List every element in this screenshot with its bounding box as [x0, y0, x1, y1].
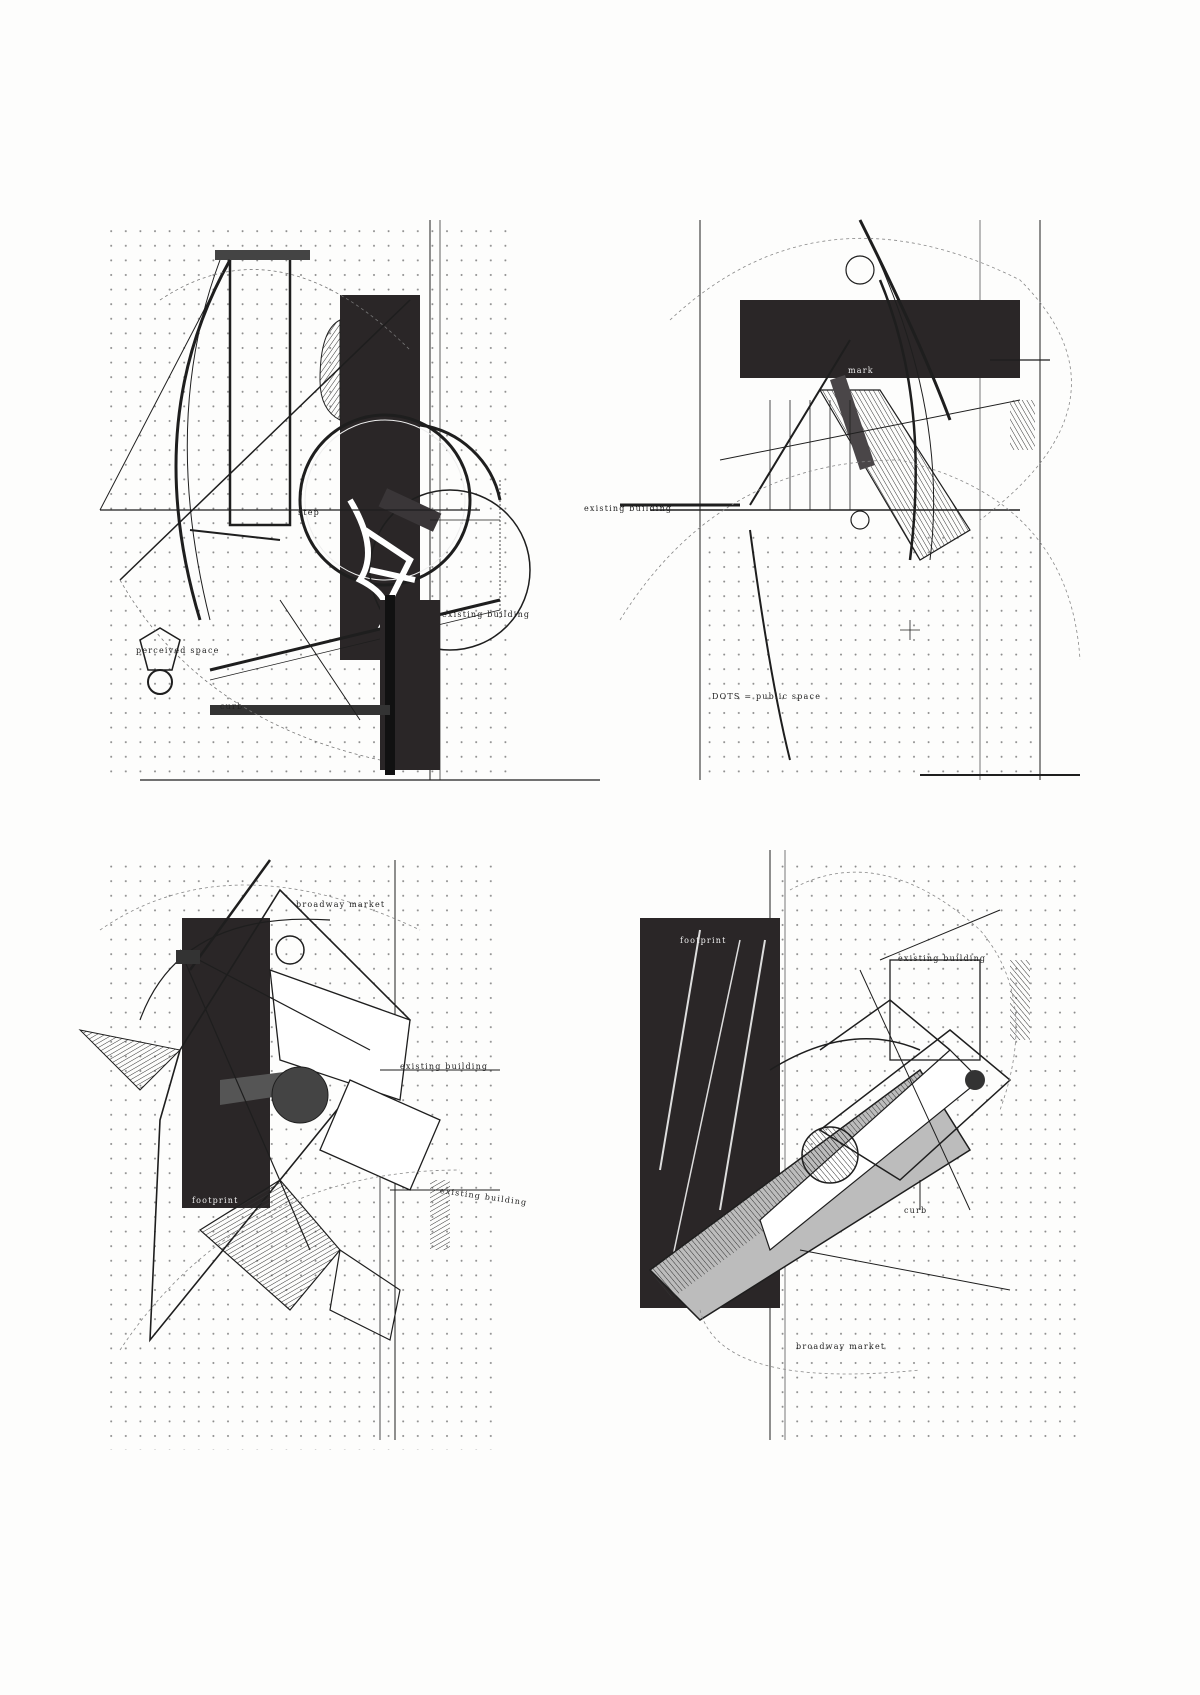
label-dots-public-space: DOTS = public space [712, 692, 822, 701]
label-mark: mark [848, 366, 874, 375]
label-existing-building: existing building [898, 954, 987, 963]
label-footprint: footprint [192, 1196, 239, 1205]
panel-4-drawing [640, 850, 1080, 1440]
label-existing-building: existing building [442, 610, 531, 619]
drawing-panel-top-left: perceived space existing building curb s… [80, 200, 600, 800]
drawing-panel-bottom-right: existing building curb broadway market f… [620, 850, 1140, 1470]
panel-2-drawing [619, 219, 1081, 780]
dark-footprint-block [182, 918, 270, 1208]
label-existing-building-a: existing building [400, 1062, 489, 1071]
drawing-panel-bottom-left: broadway market existing building existi… [78, 850, 600, 1470]
label-footprint: footprint [680, 936, 727, 945]
label-broadway-market: broadway market [796, 1342, 886, 1351]
label-curb: curb [220, 702, 244, 711]
label-broadway-market: broadway market [296, 900, 386, 909]
label-existing-building: existing building [584, 504, 673, 513]
label-curb: curb [904, 1206, 928, 1215]
label-step: step [298, 508, 320, 517]
drawing-panel-top-right: DOTS = public space existing building ma… [584, 200, 1140, 800]
panel-1-drawing [99, 220, 600, 781]
label-perceived-space: perceived space [136, 646, 220, 655]
panel-3-drawing [78, 859, 500, 1450]
dark-footprint-block [740, 300, 1020, 378]
